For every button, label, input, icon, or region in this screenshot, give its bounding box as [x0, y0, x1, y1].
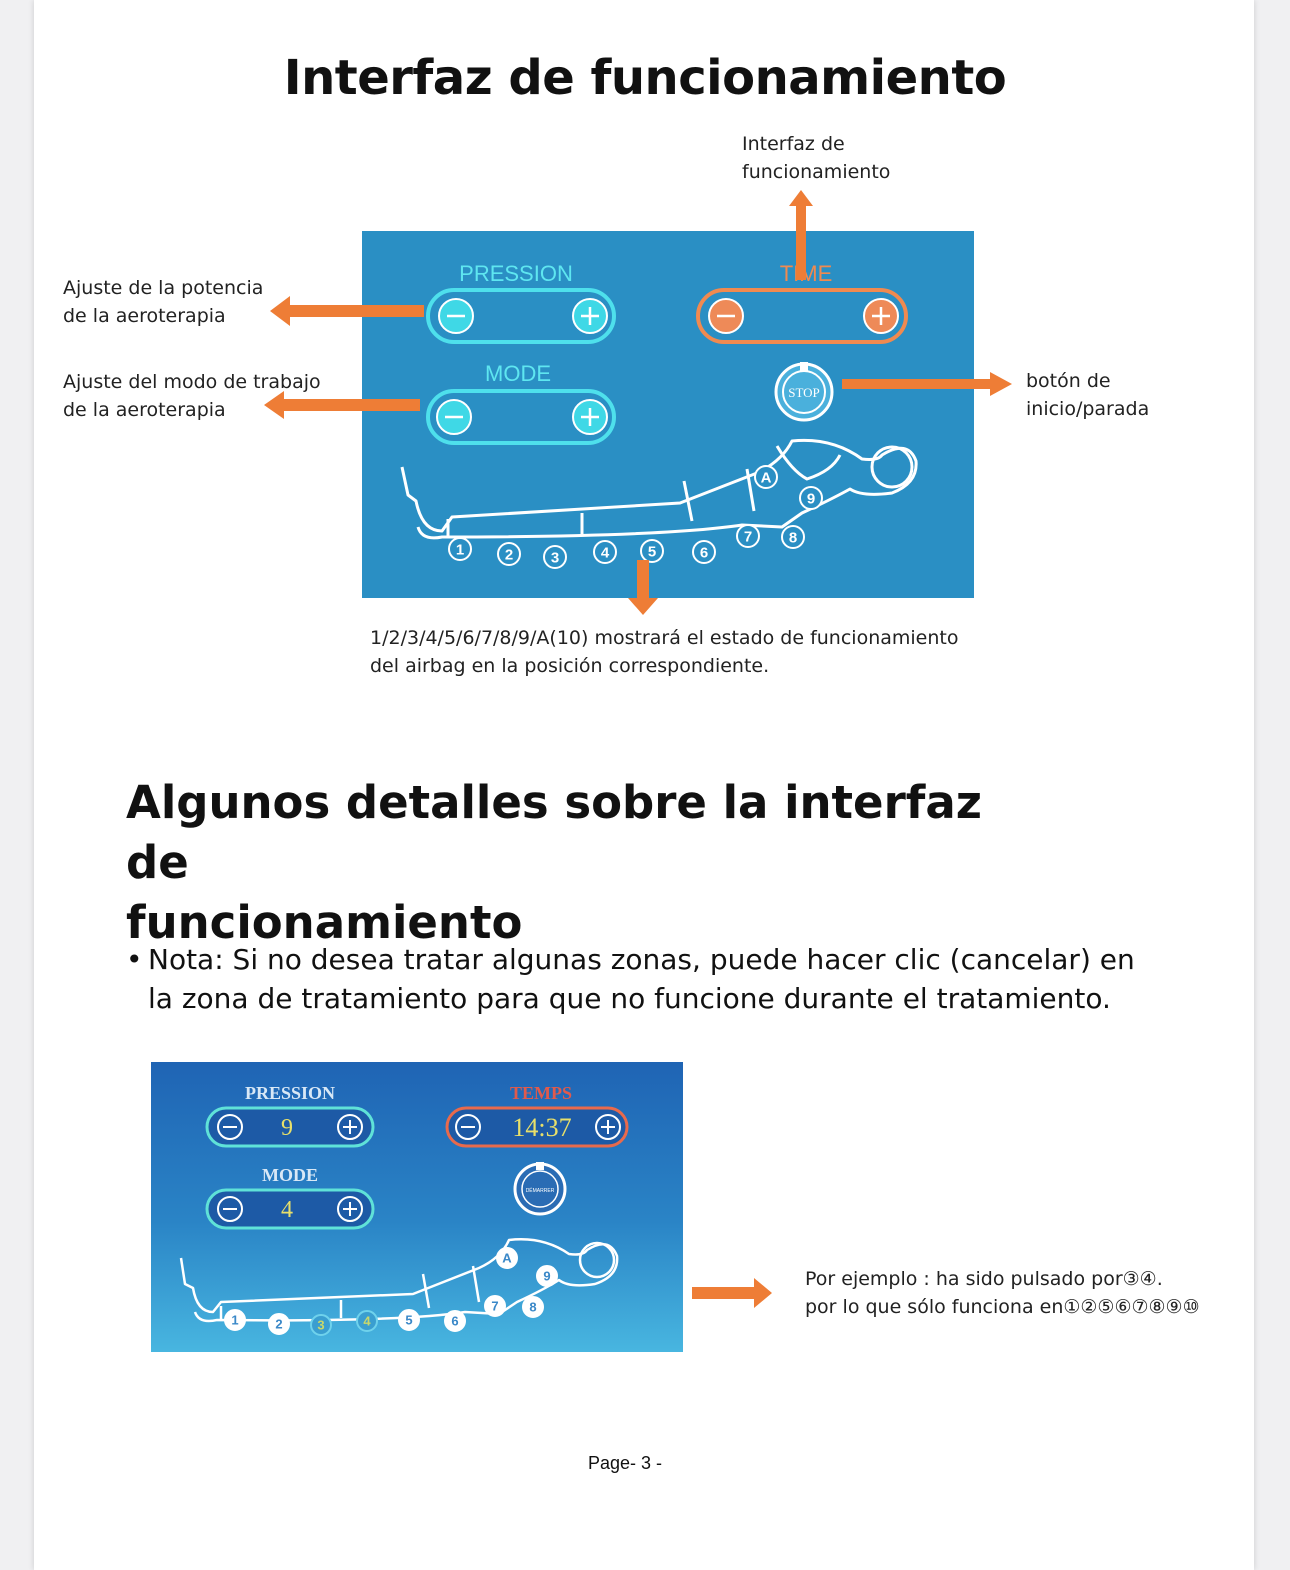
bullet-dot: •: [126, 940, 143, 979]
zone-marker-a[interactable]: A: [497, 1248, 517, 1268]
section-heading: Algunos detalles sobre la interfaz de fu…: [126, 773, 1026, 953]
zone-marker-label: 1: [231, 1313, 238, 1328]
zone-marker-label: 9: [543, 1269, 550, 1284]
arrow-right-example-icon: [692, 1278, 772, 1308]
zone-marker-4[interactable]: 4: [357, 1311, 377, 1331]
zone-markers: 1 2 3 4 5 6 7 8 9 A: [225, 1248, 557, 1335]
start-label: DÉMARRER: [526, 1187, 555, 1194]
zone-marker-label: 6: [451, 1314, 458, 1329]
arrow-down-airbag-icon: [628, 560, 658, 615]
pression-value: 9: [281, 1115, 293, 1141]
pression-label: PRESSION: [245, 1083, 335, 1103]
arrow-right-stop-icon: [842, 372, 1012, 396]
arrow-up-icon: [789, 190, 813, 280]
arrow-left-pression-icon: [270, 296, 424, 326]
example-panel-screenshot: PRESSION 9 TEMPS 14:37 MODE 4: [151, 1062, 683, 1352]
page-number: Page- 3 -: [0, 1453, 1250, 1474]
zone-marker-label: 7: [491, 1299, 498, 1314]
section-heading-line1: Algunos detalles sobre la interfaz de: [126, 773, 1026, 893]
note-text: Nota: Si no desea tratar algunas zonas, …: [148, 940, 1138, 1018]
temps-value: 14:37: [512, 1113, 571, 1142]
mode-label: MODE: [262, 1165, 318, 1185]
temps-label: TEMPS: [510, 1083, 572, 1103]
zone-marker-label: 2: [275, 1317, 282, 1332]
zone-marker-label: A: [502, 1251, 512, 1266]
example-line2: por lo que sólo funciona en①②⑤⑥⑦⑧⑨⑩: [805, 1293, 1200, 1321]
zone-marker-label: 5: [405, 1313, 412, 1328]
example-line1: Por ejemplo : ha sido pulsado por③④.: [805, 1265, 1200, 1293]
mode-value: 4: [281, 1197, 293, 1223]
zone-marker-7[interactable]: 7: [485, 1296, 505, 1316]
panel1-arrows: [0, 0, 1290, 700]
zone-marker-6[interactable]: 6: [445, 1311, 465, 1331]
zone-marker-label: 4: [363, 1314, 371, 1329]
example-note: Por ejemplo : ha sido pulsado por③④. por…: [805, 1265, 1200, 1321]
zone-marker-label: 8: [529, 1300, 536, 1315]
zone-marker-1[interactable]: 1: [225, 1310, 245, 1330]
start-button[interactable]: DÉMARRER: [515, 1162, 565, 1214]
example-panel-svg: PRESSION 9 TEMPS 14:37 MODE 4: [151, 1062, 683, 1352]
example-arrow: [692, 1276, 776, 1310]
zone-marker-5[interactable]: 5: [399, 1310, 419, 1330]
zone-marker-label: 3: [317, 1318, 324, 1333]
zone-marker-3[interactable]: 3: [311, 1315, 331, 1335]
zone-marker-8[interactable]: 8: [523, 1297, 543, 1317]
arrow-left-mode-icon: [264, 391, 420, 419]
zone-marker-9[interactable]: 9: [537, 1266, 557, 1286]
zone-marker-2[interactable]: 2: [269, 1314, 289, 1334]
